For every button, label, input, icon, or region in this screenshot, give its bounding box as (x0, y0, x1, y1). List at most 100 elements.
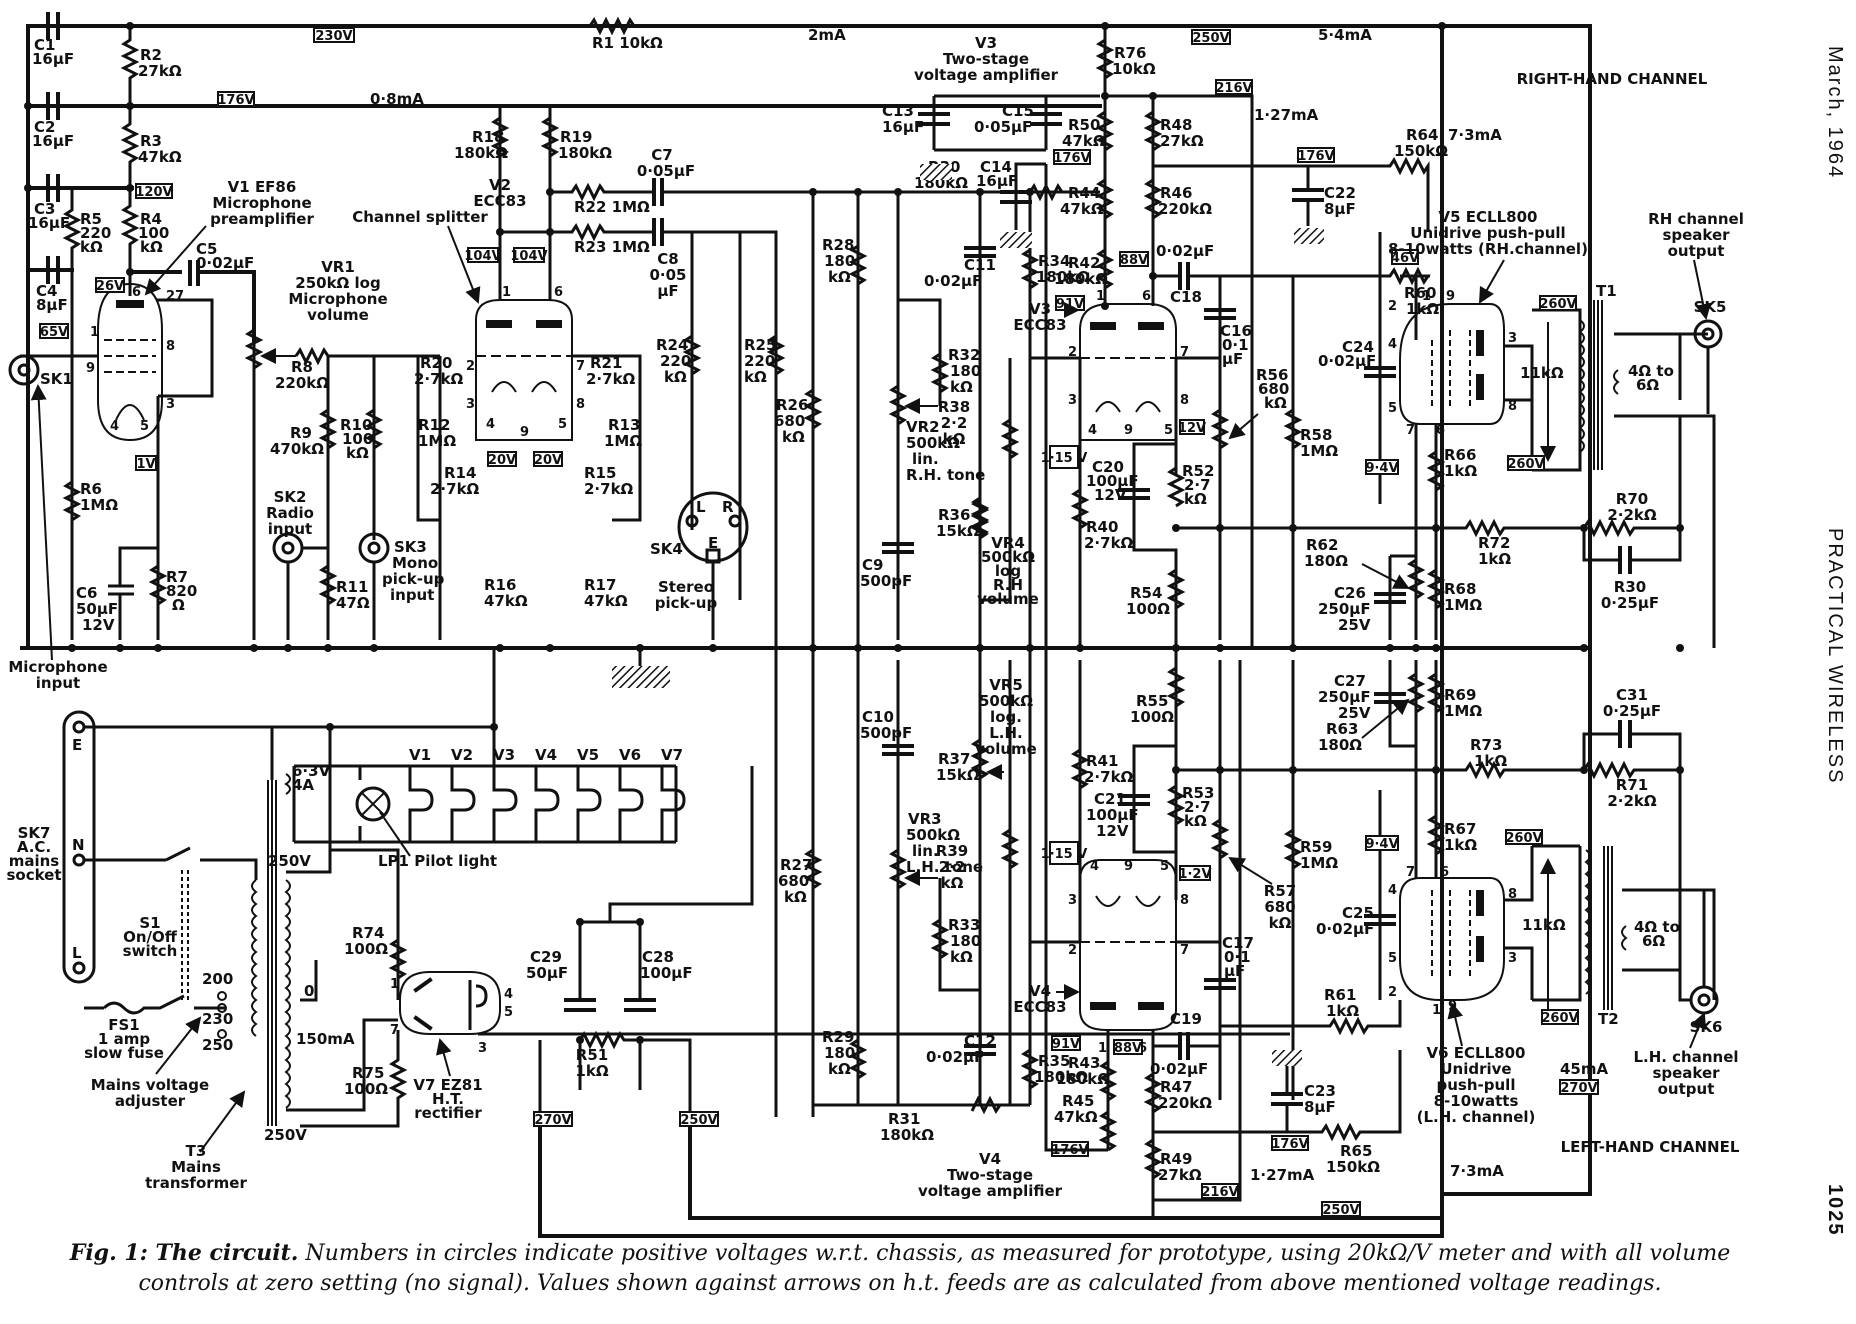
C20-voltage: 12V (1094, 486, 1127, 504)
C10-ref: C10 (862, 708, 894, 726)
VR1-symbol[interactable] (244, 328, 264, 370)
FS1-desc-1: 1 amp (98, 1030, 150, 1048)
R26-value-1: 680 (774, 412, 805, 430)
svg-text:176V: 176V (1053, 151, 1090, 166)
VR1-desc-1: Microphone (288, 290, 387, 308)
R29-value-1: 180 (824, 1044, 855, 1062)
R76-symbol (1095, 38, 1115, 80)
R43-value: 180kΩ (1056, 1070, 1110, 1088)
socket-SK6[interactable] (1689, 890, 1719, 1015)
C4-ref: C4 (36, 282, 57, 300)
socket-SK1[interactable] (8, 354, 40, 386)
C11-value: 0·02μF (924, 272, 982, 290)
heater-label-v6: V6 (619, 746, 641, 764)
C11-symbol (964, 246, 996, 258)
VR3-law: lin. (912, 842, 939, 860)
junction-dot (1580, 524, 1588, 532)
V5-pin-6: 6 (1436, 423, 1445, 438)
V4-pin-4: 4 (1090, 859, 1099, 874)
V1-screen-voltage: 65V (39, 323, 69, 340)
R71-value: 2·2kΩ (1607, 792, 1657, 810)
R21-ref: R21 (590, 354, 622, 372)
VR4-desc-2: volume (977, 590, 1039, 608)
svg-text:1·2V: 1·2V (1178, 867, 1211, 882)
V4-anode1-voltage: 91V (1051, 1035, 1081, 1052)
V6-desc-1: Unidrive (1440, 1060, 1511, 1078)
R3-value: 47kΩ (138, 148, 182, 166)
R58-ref: R58 (1300, 426, 1332, 444)
VR4-value: 500kΩ (981, 548, 1035, 566)
V1-name: V1 EF86 (228, 178, 297, 196)
C20-value: 100μF (1086, 472, 1139, 490)
S1-switch[interactable] (181, 870, 189, 1000)
junction-dot (116, 644, 124, 652)
svg-text:230V: 230V (315, 29, 352, 44)
R41-symbol (1070, 748, 1090, 790)
socket-SK3[interactable] (358, 532, 390, 640)
V4-pin-1: 1 (1098, 1041, 1107, 1056)
rail-voltage-230: 230V (313, 27, 355, 44)
R26-value-2: kΩ (782, 428, 805, 446)
SK1-label: SK1 (40, 370, 73, 388)
VR5-symbol[interactable] (970, 738, 990, 780)
C8-ref: C8 (657, 250, 678, 268)
mic-input-label-2: input (36, 674, 80, 692)
R14-value: 2·7kΩ (430, 480, 480, 498)
SK6-pointer (1689, 1012, 1707, 1049)
C18-value: 0·02μF (1156, 242, 1214, 260)
R7-value-1: 820 (166, 582, 197, 600)
R4-value-2: kΩ (140, 238, 163, 256)
VR4-symbol[interactable] (970, 498, 990, 540)
T1-secondary-impedance-2: 6Ω (1636, 376, 1659, 394)
C15-symbol (1030, 112, 1062, 126)
R27-ref: R27 (780, 856, 812, 874)
C17-ref: C17 (1222, 934, 1254, 952)
junction-dots (24, 22, 1684, 1044)
C21-ref: C21 (1094, 790, 1126, 808)
T3-current: 150mA (296, 1030, 355, 1048)
R3-ref: R3 (140, 132, 162, 150)
current-7-3mA-bottom: 7·3mA (1450, 1162, 1504, 1180)
current-1-27mA-bottom: 1·27mA (1250, 1166, 1315, 1184)
V6-pin-2: 2 (1388, 985, 1397, 1000)
C17-value-2: μF (1224, 962, 1245, 980)
R9-value: 470kΩ (270, 440, 324, 458)
socket-SK4[interactable] (677, 491, 749, 640)
VR2-ref: VR2 (906, 418, 940, 436)
mains-voltage-adjuster[interactable] (217, 991, 227, 1039)
R36-value: 15kΩ (936, 522, 980, 540)
C31-symbol (1618, 720, 1632, 748)
socket-SK5[interactable] (1693, 319, 1723, 414)
heater-v3 (492, 766, 518, 842)
R1-label: R1 10kΩ (592, 34, 663, 52)
socket-SK2[interactable] (272, 532, 328, 640)
SK7-pin-L: L (72, 944, 82, 962)
C26-ref: C26 (1334, 584, 1366, 602)
svg-text:250V: 250V (1322, 1203, 1359, 1218)
VR2-value: 500kΩ (906, 434, 960, 452)
R51-ref: R51 (576, 1046, 608, 1064)
V7-desc-2: rectifier (414, 1104, 482, 1122)
junction-dot (1149, 92, 1157, 100)
R37-ref: R37 (938, 750, 970, 768)
C27-value: 250μF (1318, 688, 1371, 706)
R31-symbol (813, 1095, 1030, 1115)
R7-ref: R7 (166, 568, 188, 586)
V3-pin-5: 5 (1164, 423, 1173, 438)
R53-ref: R53 (1182, 784, 1214, 802)
junction-dot (1580, 766, 1588, 774)
current-2mA: 2mA (808, 26, 846, 44)
svg-text:176V: 176V (1271, 1137, 1308, 1152)
C21-symbol (1118, 794, 1150, 806)
R33-wire (938, 878, 980, 992)
V1-pin-3: 3 (166, 397, 175, 412)
R4-ref: R4 (140, 210, 162, 228)
svg-text:216V: 216V (1201, 1185, 1238, 1200)
R8-ref: R8 (291, 358, 313, 376)
R39-value-1: 2·2 (939, 858, 966, 876)
caption-body: Numbers in circles indicate positive vol… (138, 1241, 1731, 1296)
VR2-symbol[interactable] (888, 384, 908, 426)
VR3-symbol[interactable] (888, 848, 908, 890)
margin-publication-title: PRACTICAL WIRELESS (1824, 528, 1846, 785)
C27-wire (1388, 660, 1416, 748)
